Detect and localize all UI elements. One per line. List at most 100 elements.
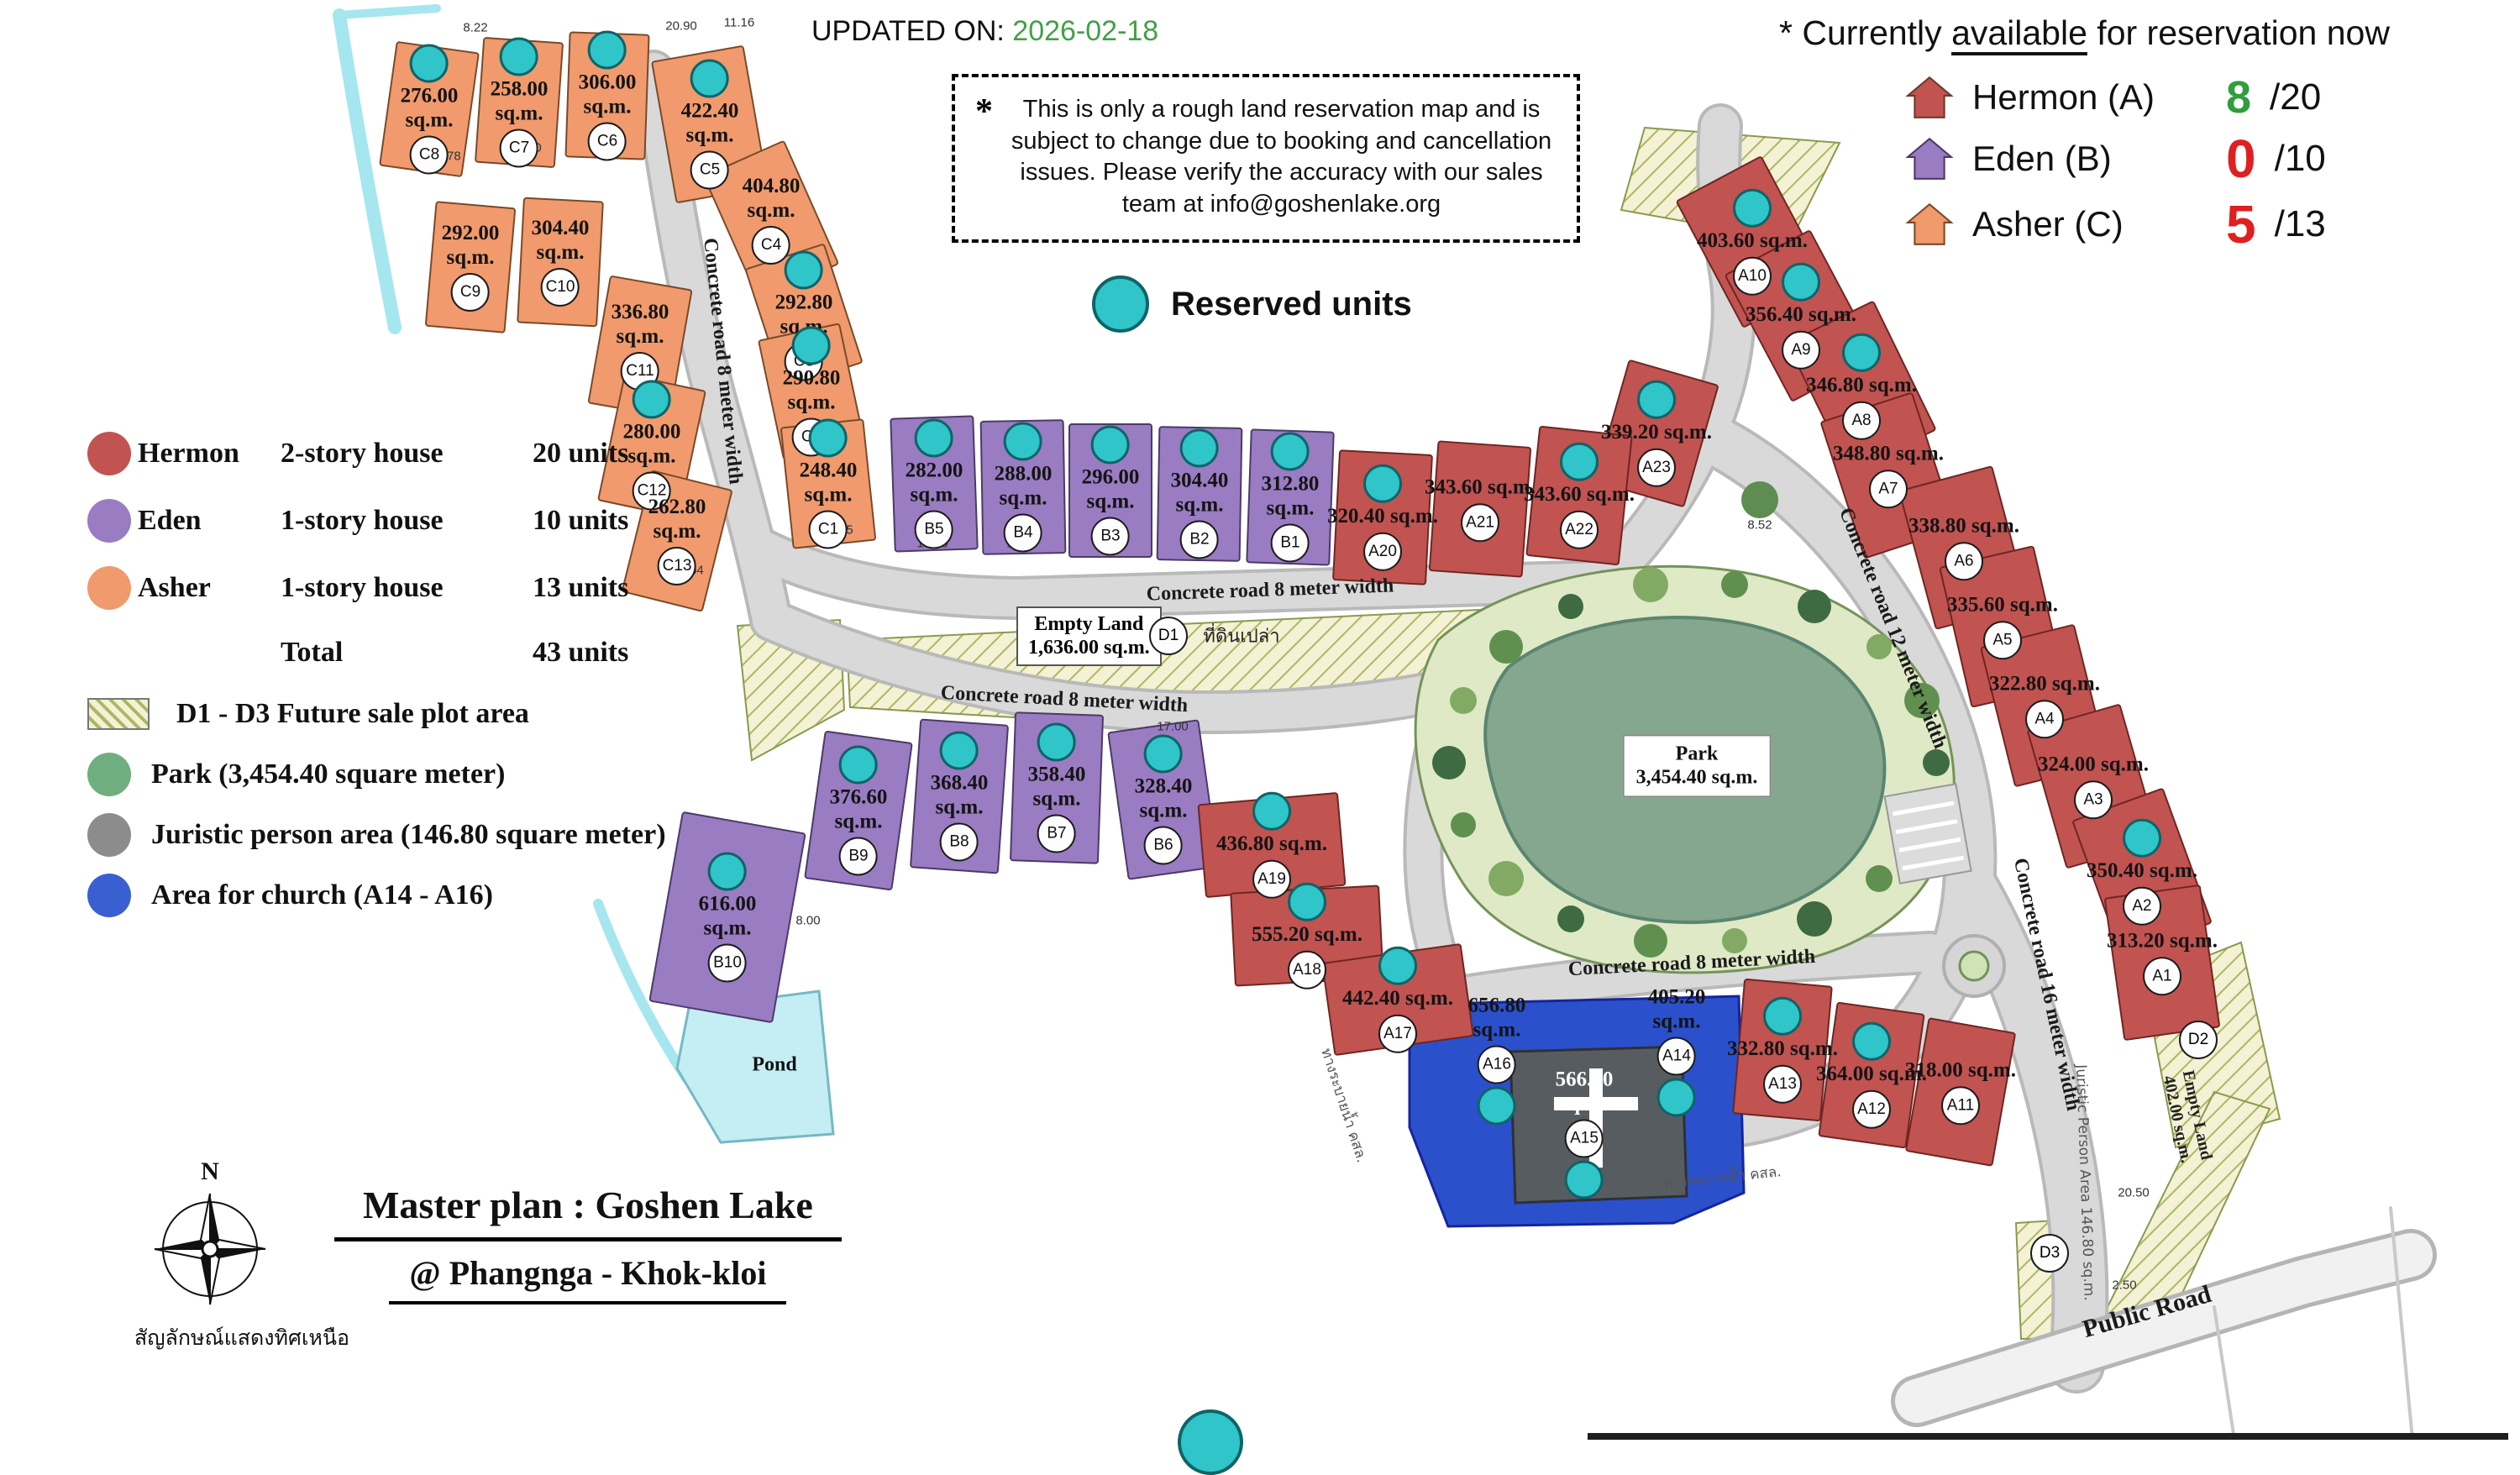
- plot-area-unit: sq.m.: [1139, 799, 1188, 821]
- plot-id-badge[interactable]: B1: [1271, 523, 1310, 563]
- plot-area-value: 656.80: [1467, 994, 1526, 1017]
- juristic-swatch-icon: [87, 813, 131, 857]
- plot-id-badge[interactable]: A21: [1461, 502, 1499, 542]
- plot-id-badge[interactable]: B10: [708, 943, 747, 983]
- plot-area-value: 276.00: [400, 84, 459, 108]
- plot-area-unit: sq.m.: [834, 810, 883, 832]
- plot-id-badge[interactable]: C4: [752, 226, 790, 265]
- plot-id-badge[interactable]: B8: [940, 822, 979, 862]
- plot-id-badge[interactable]: A5: [1983, 620, 2022, 659]
- plot-id-badge[interactable]: A17: [1378, 1014, 1417, 1053]
- reserved-units-legend: Reserved units: [1092, 276, 1412, 333]
- reserved-marker: [410, 44, 449, 83]
- plot-area-value: 343.60 sq.m.: [1425, 475, 1536, 499]
- d1-title: Empty Land: [1034, 613, 1144, 635]
- plot-area-unit: sq.m.: [1266, 496, 1315, 519]
- plot-area-value: 320.40 sq.m.: [1327, 504, 1438, 528]
- plot-id-badge[interactable]: B3: [1091, 517, 1130, 556]
- road-label: Juristic Person Area 146.80 sq.m.: [2072, 1064, 2097, 1301]
- plot-id-badge[interactable]: C12: [633, 471, 671, 511]
- plot-id-badge[interactable]: A18: [1288, 950, 1326, 989]
- plot-id-badge[interactable]: A4: [2025, 699, 2064, 738]
- plot-id-badge[interactable]: A3: [2074, 779, 2113, 819]
- plot-id-badge-d1[interactable]: D1: [1149, 617, 1188, 655]
- plot-id-badge[interactable]: C7: [500, 129, 538, 168]
- plot-area-value: 376.60: [829, 785, 888, 809]
- plot-area-unit: sq.m.: [495, 102, 543, 124]
- plot-label-A20: 320.40 sq.m. A20: [1327, 464, 1438, 571]
- reserved-marker: [1478, 1086, 1516, 1126]
- reserved-marker: [940, 731, 979, 770]
- plot-id-badge[interactable]: B9: [839, 837, 878, 876]
- plot-id-badge[interactable]: C1: [809, 510, 848, 549]
- plot-area-unit: sq.m.: [910, 483, 958, 506]
- plot-area-value: 350.40 sq.m.: [2087, 858, 2197, 882]
- plot-area-unit: sq.m.: [405, 108, 454, 131]
- legend-total-row: Total 43 units: [281, 637, 629, 668]
- plot-id-badge[interactable]: A11: [1941, 1085, 1980, 1125]
- church-swatch-icon: [87, 874, 131, 917]
- public-road: [1891, 1206, 2437, 1440]
- d1-area: 1,636.00 sq.m.: [1028, 636, 1150, 659]
- plot-label-A5: 335.60 sq.m.A5: [1947, 594, 2058, 659]
- plot-id-badge[interactable]: A13: [1763, 1064, 1802, 1104]
- plot-id-badge[interactable]: A9: [1782, 330, 1820, 370]
- dimension-label: 20.90: [665, 18, 697, 34]
- plot-area-value: 332.80 sq.m.: [1727, 1037, 1838, 1060]
- plot-id-badge[interactable]: A19: [1252, 859, 1291, 899]
- plot-area-value: 280.00: [622, 420, 681, 444]
- plot-area-unit: sq.m.: [1032, 787, 1081, 810]
- plot-id-badge[interactable]: C10: [541, 268, 580, 307]
- plot-id-badge[interactable]: B6: [1144, 826, 1183, 865]
- plot-id-badge[interactable]: A8: [1842, 401, 1881, 440]
- plot-id-badge-d3[interactable]: D3: [2030, 1234, 2069, 1273]
- house-icon: [1905, 137, 1954, 180]
- plot-area-value: 442.40 sq.m.: [1342, 986, 1453, 1010]
- plot-id-badge[interactable]: A7: [1869, 469, 1908, 508]
- plot-id-badge[interactable]: A23: [1637, 448, 1676, 487]
- reserved-marker: [915, 418, 953, 458]
- plot-id-badge[interactable]: C6: [588, 122, 627, 161]
- plot-area-value: 290.80: [782, 366, 841, 390]
- plot-id-badge[interactable]: A20: [1363, 532, 1402, 571]
- plot-id-badge[interactable]: A22: [1560, 510, 1599, 549]
- plot-area-value: 292.80: [774, 291, 833, 314]
- reserved-marker: [839, 745, 878, 785]
- plot-id-badge[interactable]: C5: [690, 150, 729, 190]
- plot-id-badge[interactable]: C13: [658, 547, 696, 585]
- plot-id-badge[interactable]: A14: [1657, 1037, 1696, 1076]
- plot-id-badge[interactable]: C8: [410, 135, 449, 175]
- plot-id-badge[interactable]: B4: [1004, 513, 1042, 553]
- plot-id-badge[interactable]: A12: [1852, 1089, 1891, 1129]
- compass-caption: สัญลักษณ์แสดงทิศเหนือ: [134, 1325, 349, 1350]
- plot-area-value: 343.60 sq.m.: [1524, 482, 1635, 506]
- plot-area-unit: sq.m.: [536, 240, 585, 264]
- plot-id-badge[interactable]: A2: [2123, 886, 2161, 926]
- plot-area-value: 346.80 sq.m.: [1806, 373, 1917, 396]
- plot-id-badge[interactable]: A1: [2143, 956, 2181, 995]
- plot-label-A13: 332.80 sq.m. A13: [1727, 996, 1838, 1104]
- house-icon: [1905, 202, 1954, 245]
- plot-label-A21: 343.60 sq.m. A21: [1425, 476, 1536, 542]
- plot-id-badge-d2[interactable]: D2: [2179, 1021, 2218, 1059]
- plot-id-badge[interactable]: A16: [1478, 1045, 1516, 1084]
- plot-id-badge[interactable]: B7: [1037, 814, 1076, 853]
- plot-id-badge[interactable]: A6: [1945, 541, 1983, 580]
- plot-id-badge[interactable]: B2: [1180, 520, 1219, 559]
- plot-id-badge[interactable]: C9: [451, 273, 490, 312]
- plot-id-badge[interactable]: B5: [915, 510, 953, 549]
- reserved-marker: [1565, 1160, 1604, 1199]
- hermon-swatch-icon: [87, 432, 131, 475]
- dimension-label: 8.22: [463, 20, 488, 35]
- plot-area-value: 348.80 sq.m.: [1833, 442, 1944, 465]
- plot-id-badge[interactable]: A15: [1565, 1119, 1604, 1158]
- plot-id-badge[interactable]: A10: [1733, 256, 1772, 296]
- plot-label-A17: 442.40 sq.m. A17: [1342, 946, 1453, 1053]
- dimension-label: 8.52: [1747, 517, 1772, 533]
